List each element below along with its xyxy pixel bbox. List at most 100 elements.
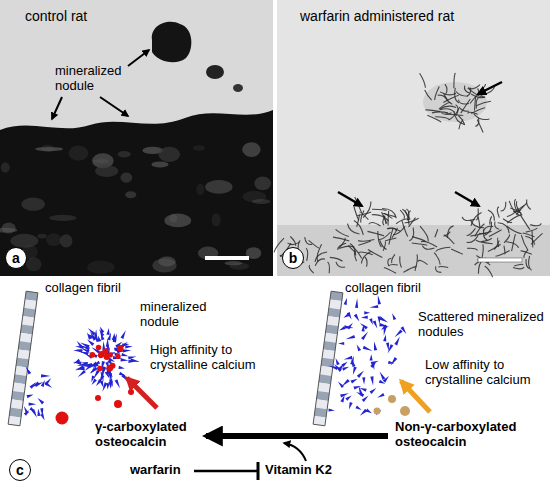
- fibril-stroke: [387, 228, 400, 231]
- crystal-needle: [119, 366, 125, 369]
- crystal-needle: [351, 379, 358, 384]
- fibril-stroke: [317, 244, 321, 261]
- crystal-needle: [128, 360, 137, 363]
- crystal-needle: [89, 352, 98, 358]
- crystal-needle: [30, 382, 37, 389]
- fibril-stroke: [475, 96, 476, 111]
- fibril-stroke: [400, 210, 404, 219]
- fibril-band: [20, 324, 33, 334]
- fibril-band: [323, 341, 336, 351]
- fibril-stroke: [305, 237, 312, 244]
- osteocalcin-dot: [95, 395, 101, 401]
- crystal-needle: [128, 356, 136, 359]
- crystal-needle: [360, 323, 368, 330]
- texture-spot: [22, 198, 45, 211]
- fibril-stroke: [392, 228, 398, 238]
- micrograph-ground: [277, 0, 550, 276]
- inhibition-bar: [257, 462, 260, 480]
- crystal-needle: [379, 380, 386, 384]
- crystal-needle: [73, 349, 82, 352]
- crystal-needle: [45, 382, 53, 388]
- mineral-nodule: [233, 84, 243, 92]
- drug-label: warfarin: [130, 463, 192, 478]
- fibril-band: [16, 358, 29, 368]
- crystal-needle: [87, 339, 94, 346]
- fibril-stroke: [378, 231, 382, 247]
- crystal-needle: [88, 328, 96, 336]
- fibril-stroke: [363, 202, 371, 218]
- crystal-needle: [25, 366, 31, 374]
- fibril-band: [9, 408, 22, 418]
- fibril-stroke: [392, 254, 395, 263]
- mineral-mass: [0, 110, 273, 276]
- fibril-stroke: [503, 219, 512, 223]
- structure-label: collagen fibril: [45, 281, 155, 296]
- crystal-needle: [386, 343, 389, 351]
- crystal-needle: [380, 372, 386, 380]
- crystal-needle: [100, 381, 104, 389]
- leader-arrow: [128, 50, 149, 66]
- fibril-stroke: [477, 120, 483, 133]
- texture-spot: [95, 165, 118, 177]
- fibril-stroke: [464, 86, 470, 94]
- fibril-stroke: [372, 215, 389, 222]
- crystal-needle: [355, 298, 358, 308]
- osteocalcin-dot: [374, 408, 381, 415]
- crystal-needle: [378, 316, 381, 324]
- fibril-band: [320, 366, 333, 376]
- panel-letter-text: c: [16, 463, 24, 477]
- crystal-needle: [361, 316, 368, 319]
- crystal-needle: [340, 395, 344, 403]
- scale-bar: [205, 256, 249, 260]
- fibril-stroke: [336, 229, 349, 236]
- crystal-needle: [77, 350, 83, 353]
- fibril-stroke: [438, 266, 448, 267]
- fibril-stroke: [309, 265, 314, 273]
- fibril-band: [322, 349, 335, 359]
- scale-bar: [478, 258, 522, 262]
- fibril-stroke: [402, 209, 407, 215]
- fibril-stroke: [409, 228, 413, 241]
- crystal-needle: [121, 353, 128, 356]
- crystal-needle: [88, 334, 94, 339]
- fibril-stroke: [383, 216, 385, 226]
- crystal-needle: [355, 406, 361, 411]
- collagen-fibrils: [8, 291, 343, 426]
- osteocalcin-dot: [56, 412, 69, 425]
- vitamin-label: Vitamin K2: [265, 463, 355, 478]
- crystal-needle: [336, 358, 340, 365]
- fibril-stroke: [441, 113, 451, 115]
- crystal-needle: [123, 349, 131, 352]
- fibril-stroke: [333, 237, 349, 241]
- crystal-needle: [354, 314, 360, 322]
- fibril-stroke: [358, 240, 374, 242]
- fibril-scribbles: [274, 73, 542, 277]
- panel-letter: a: [5, 247, 27, 269]
- fibril-stroke: [384, 268, 396, 274]
- osteocalcin-dot: [117, 345, 123, 351]
- osteocalcin-dot: [108, 352, 113, 357]
- texture-spot: [26, 257, 42, 271]
- fibril-stroke: [461, 99, 471, 113]
- fibril-stroke: [420, 73, 426, 88]
- fibril-stroke: [383, 241, 385, 251]
- texture-spot: [2, 223, 16, 234]
- crystal-needle: [379, 323, 389, 327]
- crystal-needle: [328, 408, 335, 411]
- fibril-band: [19, 333, 32, 343]
- texture-spot: [158, 256, 175, 266]
- osteocalcin-dot: [106, 365, 113, 372]
- fibril-stroke: [485, 266, 493, 277]
- crystal-needle: [338, 381, 344, 388]
- fibril-stroke: [498, 223, 510, 234]
- molecule-label: γ-carboxylated osteocalcin: [95, 420, 199, 450]
- fibril-stroke: [454, 73, 455, 88]
- crystal-needle: [345, 395, 351, 400]
- crystal-needle: [369, 305, 378, 308]
- fibril-stroke: [330, 257, 343, 261]
- fibril-stroke: [454, 111, 465, 125]
- crystal-needle: [121, 330, 126, 339]
- crystal-needle: [81, 346, 90, 351]
- crystal-needle: [41, 380, 45, 387]
